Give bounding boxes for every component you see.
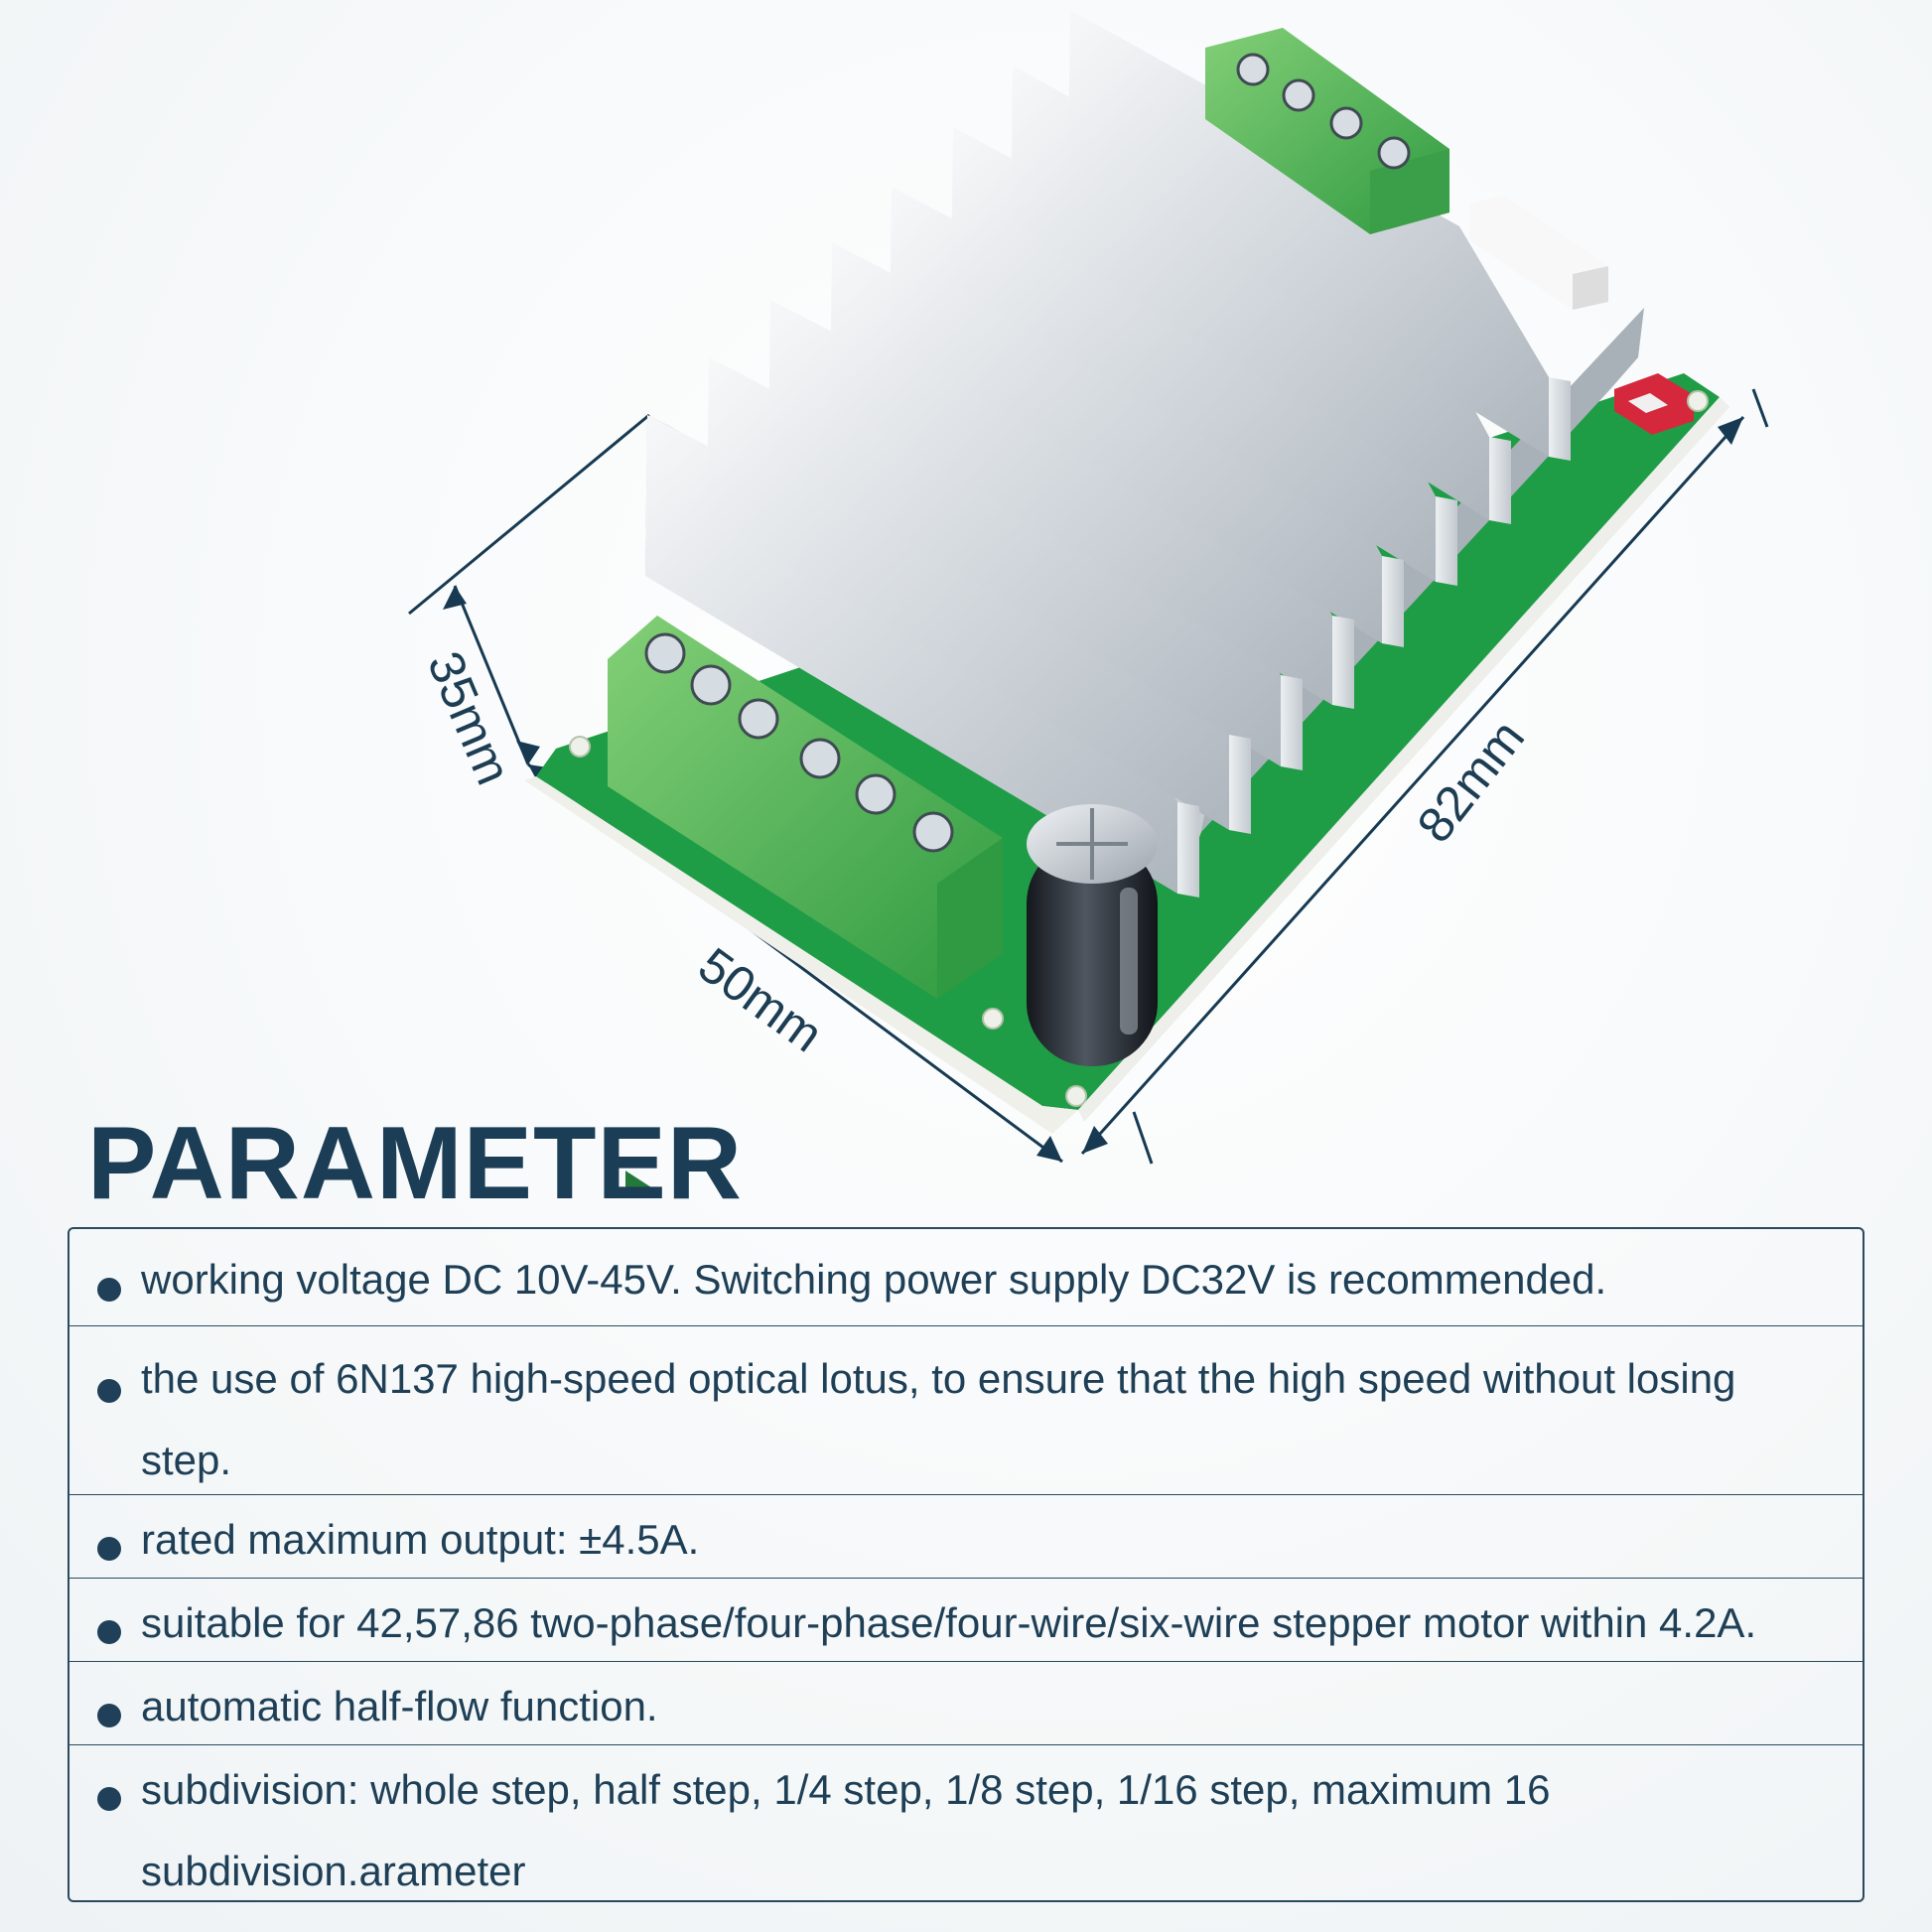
parameter-row: rated maximum output: ±4.5A. (69, 1495, 1863, 1579)
screw-icon (855, 773, 897, 815)
parameter-row: automatic half-flow function. (69, 1662, 1863, 1745)
parameter-row: suitable for 42,57,86 two-phase/four-pha… (69, 1579, 1863, 1662)
bullet-icon (97, 1787, 121, 1811)
bullet-icon (97, 1704, 121, 1727)
parameter-row: subdivision: whole step, half step, 1/4 … (69, 1745, 1863, 1902)
heatsink (645, 10, 1644, 897)
parameter-text: the use of 6N137 high-speed optical lotu… (141, 1355, 1736, 1483)
bullet-icon (97, 1537, 121, 1561)
heatsink-fin-edges (1177, 377, 1571, 897)
screw-icon (1377, 136, 1411, 170)
parameter-text: subdivision: whole step, half step, 1/4 … (141, 1766, 1551, 1894)
screw-icon (644, 632, 686, 674)
bullet-icon (97, 1620, 121, 1644)
screw-icon (1236, 53, 1270, 86)
parameter-text: working voltage DC 10V-45V. Switching po… (141, 1256, 1607, 1303)
screw-icon (738, 698, 779, 740)
front-terminal-screws (644, 632, 954, 853)
front-terminal-block (608, 616, 1003, 1191)
top-terminal-block (1205, 28, 1449, 234)
parameter-text: rated maximum output: ±4.5A. (141, 1516, 700, 1563)
white-connector (1469, 195, 1608, 310)
bullet-icon (97, 1278, 121, 1302)
section-title: PARAMETER (87, 1106, 743, 1221)
screw-icon (799, 738, 841, 779)
capacitor (1027, 804, 1158, 1066)
product-image: 35mm 50mm 82mm (408, 10, 1769, 1191)
parameter-text: suitable for 42,57,86 two-phase/four-pha… (141, 1599, 1757, 1646)
mounting-holes (569, 390, 1709, 1107)
screw-icon (912, 811, 954, 853)
heatsink-fins (645, 10, 1549, 894)
parameter-row: working voltage DC 10V-45V. Switching po… (69, 1229, 1863, 1326)
dimension-label-35mm: 35mm (417, 643, 522, 792)
screw-icon (1282, 78, 1315, 112)
parameter-text: automatic half-flow function. (141, 1683, 658, 1729)
screw-icon (1329, 106, 1363, 140)
bullet-icon (97, 1379, 121, 1403)
parameter-row: the use of 6N137 high-speed optical lotu… (69, 1326, 1863, 1495)
parameter-table: working voltage DC 10V-45V. Switching po… (68, 1227, 1864, 1902)
dip-switch (1614, 373, 1694, 435)
terminal-openings (625, 1171, 653, 1191)
screw-icon (690, 664, 732, 706)
